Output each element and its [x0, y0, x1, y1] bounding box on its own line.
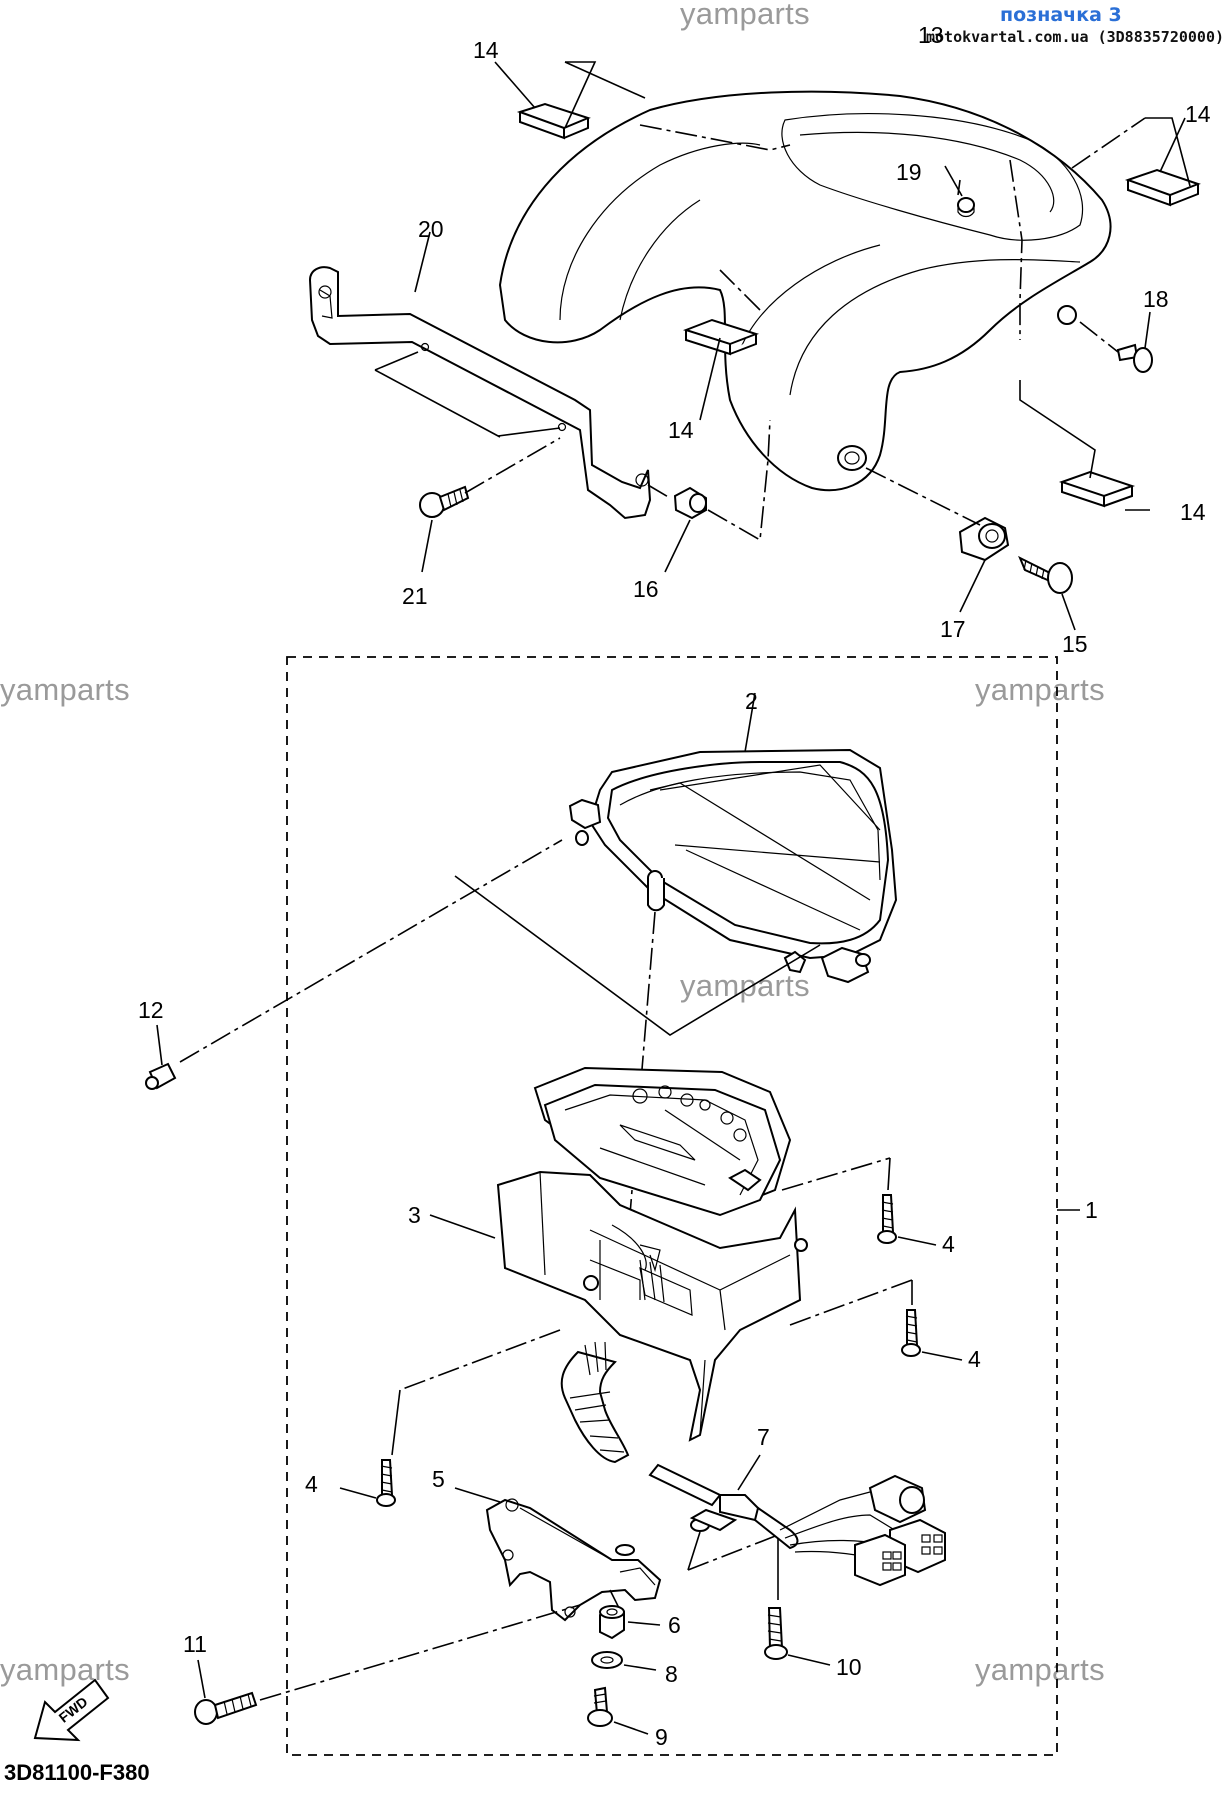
- bolt-18: [1116, 343, 1153, 373]
- callout-19: 19: [896, 159, 922, 185]
- screw-9: [587, 1686, 613, 1727]
- screw-10: [764, 1607, 788, 1660]
- meter-internal-boards: [533, 1066, 792, 1217]
- callout-2: 2: [745, 688, 758, 714]
- callout-18: 18: [1143, 286, 1169, 312]
- screw-4-left-lower: [376, 1459, 396, 1507]
- callout-7: 7: [757, 1424, 770, 1450]
- watermark-right-mid: yamparts: [975, 672, 1105, 707]
- watermark-left-bottom: yamparts: [0, 1652, 130, 1687]
- callout-4-middle: 4: [968, 1346, 981, 1372]
- callout-4-upper: 4: [942, 1231, 955, 1257]
- stay-bracket-5: [485, 1498, 662, 1622]
- callout-21: 21: [402, 583, 428, 609]
- mounting-bracket: [308, 266, 652, 520]
- watermark-center: yamparts: [680, 968, 810, 1003]
- screw-4-right-upper: [877, 1194, 897, 1244]
- assembly-1-boundary: [286, 656, 1058, 1756]
- callout-11: 11: [183, 1631, 207, 1657]
- bolt-15: [1018, 555, 1073, 594]
- callout-6: 6: [668, 1612, 681, 1638]
- callout-5: 5: [432, 1466, 445, 1492]
- callout-9: 9: [655, 1724, 668, 1750]
- callout-14-middle: 14: [668, 417, 694, 443]
- watermark-top: yamparts: [680, 0, 810, 31]
- watermark-right-bottom: yamparts: [975, 1652, 1105, 1687]
- callout-20: 20: [418, 216, 444, 242]
- grommet-17: [958, 516, 1010, 562]
- fwd-direction-arrow: FWD: [33, 1678, 110, 1742]
- callout-8: 8: [665, 1661, 678, 1687]
- callout-15: 15: [1062, 631, 1088, 657]
- callout-14-top-right: 14: [1185, 101, 1211, 127]
- callout-14-top-left: 14: [473, 37, 499, 63]
- callout-12: 12: [138, 997, 164, 1023]
- pad-14-top-right: [1124, 168, 1201, 207]
- callout-17: 17: [940, 616, 966, 642]
- bolt-11: [194, 1691, 258, 1725]
- callout-4-left: 4: [305, 1471, 318, 1497]
- callout-14-bottom-right: 14: [1180, 499, 1206, 525]
- spacer-12: [145, 1062, 177, 1090]
- meter-lens-case: [568, 748, 898, 984]
- watermark-left-mid: yamparts: [0, 672, 130, 707]
- sub-lead-7: [648, 1463, 946, 1587]
- screw-4-right-lower: [901, 1309, 921, 1357]
- pad-14-top-left: [516, 102, 591, 140]
- callout-13: 13: [918, 22, 944, 48]
- callout-10: 10: [836, 1654, 862, 1680]
- callout-16: 16: [633, 576, 659, 602]
- meter-housing: [496, 1170, 808, 1442]
- pad-14-bottom-right: [1058, 470, 1136, 508]
- collar-16: [673, 486, 707, 520]
- wire-bundle: [560, 1259, 665, 1464]
- diagram-part-number: 3D81100-F380: [4, 1760, 150, 1785]
- bolt-21: [419, 485, 470, 518]
- callout-1: 1: [1085, 1197, 1098, 1223]
- damper-6: [599, 1605, 625, 1640]
- header-site: motokvartal.com.ua (3D8835720000): [926, 28, 1222, 46]
- pad-14-middle: [682, 318, 760, 356]
- header-label: позначка 3: [1000, 4, 1122, 26]
- callout-3: 3: [408, 1202, 421, 1228]
- washer-8: [591, 1651, 623, 1669]
